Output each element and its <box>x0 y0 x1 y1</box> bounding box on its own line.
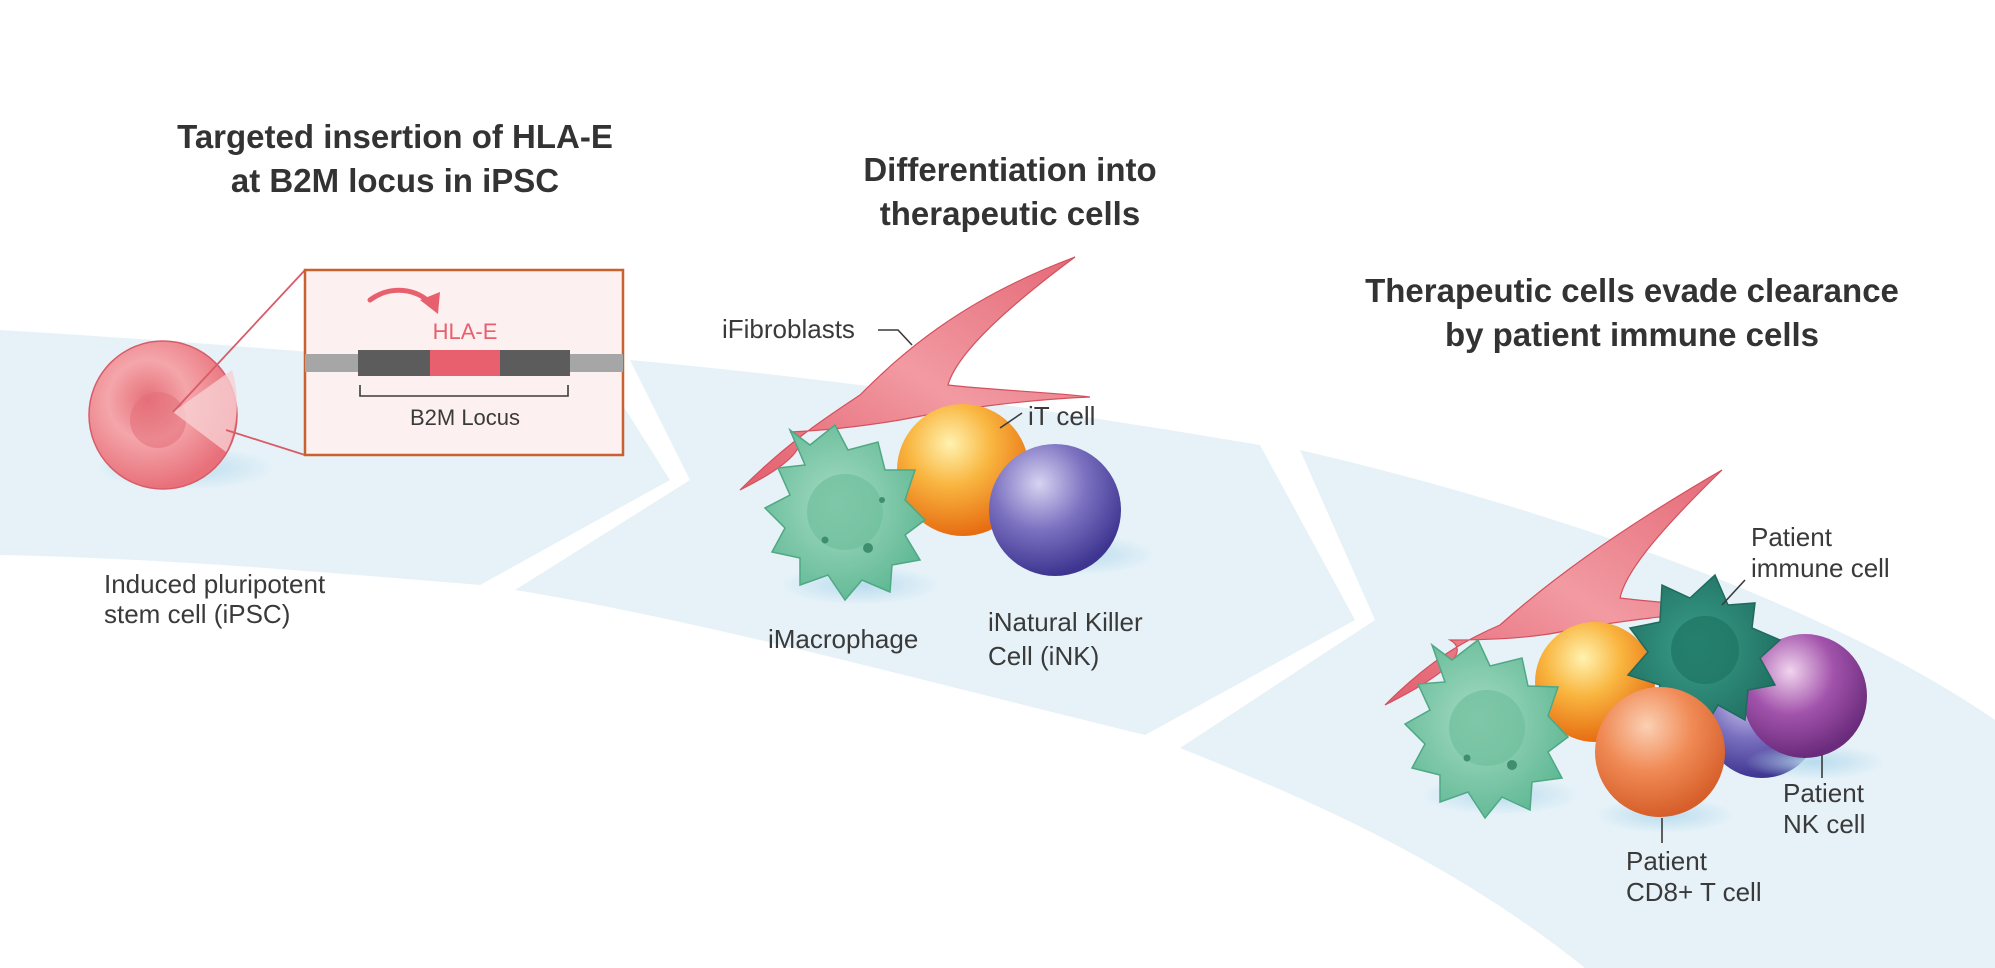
it-cell-leader <box>999 412 1023 429</box>
step2-heading-line2: therapeutic cells <box>880 195 1140 232</box>
patient-immune-label-line1: Patient <box>1751 522 1833 552</box>
ipsc-cell <box>88 340 275 490</box>
step3-heading-line2: by patient immune cells <box>1445 316 1819 353</box>
patient-nk-cell <box>1743 634 1885 780</box>
step3-macrophage-nucleus <box>1449 690 1525 766</box>
ink-label-line2: Cell (iNK) <box>988 641 1099 671</box>
insertion-arrow-head-icon <box>420 292 440 314</box>
patient-nk-shadow <box>1745 744 1885 780</box>
hla-e-insert <box>430 350 500 376</box>
flow-band-segment-2 <box>515 360 1355 735</box>
ink-label-line1: iNatural Killer <box>988 607 1143 637</box>
ipsc-cutaway <box>173 370 237 452</box>
patient-immune-label-line2: immune cell <box>1751 553 1890 583</box>
b2m-left-exon <box>358 350 430 376</box>
b2m-locus-label: B2M Locus <box>410 405 520 430</box>
patient-cd8-body <box>1595 687 1725 817</box>
ifibroblasts-leader <box>878 329 913 346</box>
step3-macrophage-granule <box>1507 760 1517 770</box>
step2-heading-line1: Differentiation into <box>863 151 1156 188</box>
locus-bracket <box>359 385 569 397</box>
step1-heading-line1: Targeted insertion of HLA-E <box>177 118 613 155</box>
imacrophage-granule <box>879 497 885 503</box>
patient-cd8-label-line1: Patient <box>1626 846 1708 876</box>
patient-nk-body <box>1743 634 1867 758</box>
zoom-line-bottom <box>225 429 306 456</box>
step3-heading-line1: Therapeutic cells evade clearance <box>1365 272 1899 309</box>
step1-heading-line2: at B2M locus in iPSC <box>231 162 559 199</box>
patient-nk-label-line1: Patient <box>1783 778 1865 808</box>
zoom-line-top <box>172 269 306 413</box>
imacrophage-granule <box>821 536 829 544</box>
insertion-inset: HLA-E B2M Locus <box>303 268 625 457</box>
b2m-right-exon <box>500 350 570 376</box>
patient-immune-nucleus <box>1671 616 1739 684</box>
imacrophage-cell <box>763 423 940 605</box>
ifibroblasts-label: iFibroblasts <box>722 314 855 344</box>
patient-cd8-label-line2: CD8+ T cell <box>1626 877 1762 907</box>
ipsc-nucleus <box>130 392 186 448</box>
hla-e-label: HLA-E <box>433 319 498 344</box>
imacrophage-nucleus <box>807 474 883 550</box>
patient-immune-leader <box>1721 579 1746 606</box>
imacrophage-label: iMacrophage <box>768 624 918 654</box>
ipsc-label-line1: Induced pluripotent <box>104 569 326 599</box>
step3-macrophage <box>1403 638 1580 820</box>
ink-body <box>989 444 1121 576</box>
inatural-killer-cell <box>989 444 1155 576</box>
patient-nk-label-line2: NK cell <box>1783 809 1865 839</box>
it-cell-label: iT cell <box>1028 401 1095 431</box>
step3-macrophage-granule <box>1463 754 1471 762</box>
ipsc-label-line2: stem cell (iPSC) <box>104 599 290 629</box>
patient-cd8-t-cell <box>1595 687 1735 833</box>
imacrophage-granule <box>863 543 873 553</box>
